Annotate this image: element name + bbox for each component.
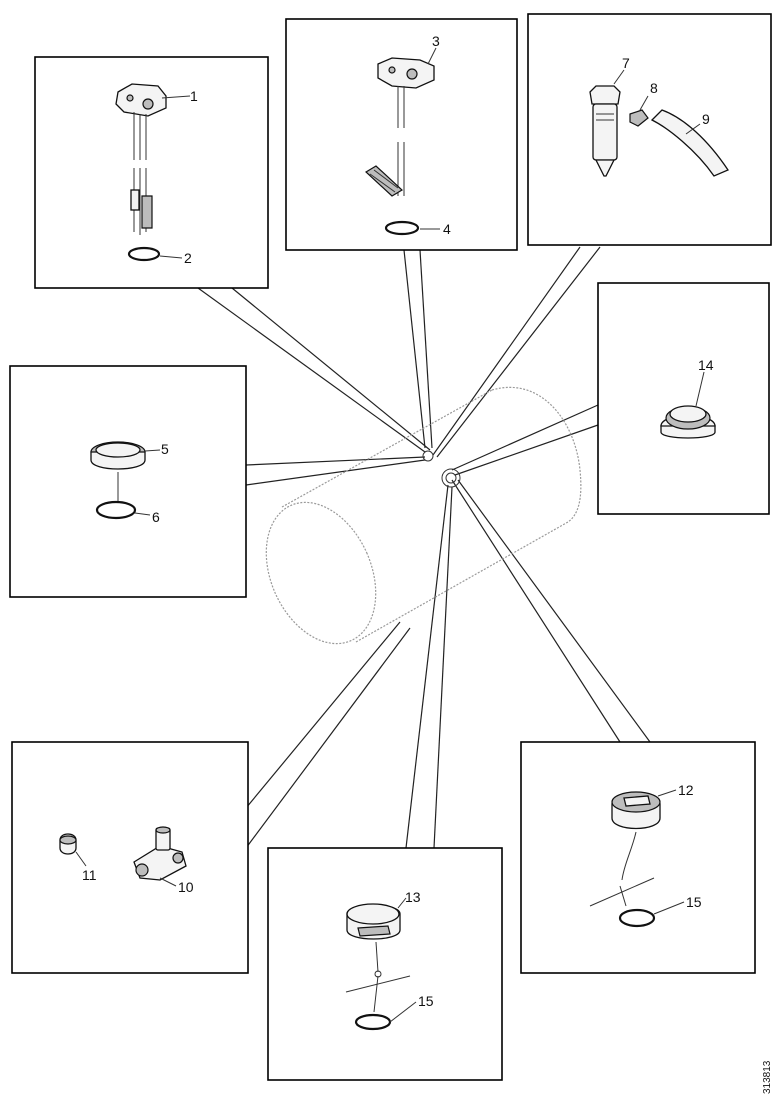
o-ring-15-right [618, 908, 656, 928]
tank-port-small [422, 450, 434, 462]
fuel-hose-part [650, 109, 729, 177]
panel-tank-cap: 14 [597, 282, 770, 515]
callout-12: 12 [678, 782, 694, 798]
hose-nut-part [629, 109, 649, 127]
panel-cover-plate: 5 6 [9, 365, 247, 598]
callout-11: 11 [82, 867, 97, 883]
o-ring-2 [127, 246, 161, 262]
callout-15-left: 15 [418, 993, 434, 1009]
callout-14: 14 [698, 357, 714, 373]
callout-7: 7 [622, 55, 630, 71]
callout-2: 2 [184, 250, 192, 266]
callout-3: 3 [432, 33, 440, 49]
fuel-tank [265, 386, 582, 645]
seal-ring-6 [95, 500, 137, 520]
panel-sender-unit: 1 2 [34, 56, 269, 289]
fuel-filter-part [589, 85, 621, 105]
callout-6: 6 [152, 509, 160, 525]
panel-valve: 11 10 [11, 741, 249, 974]
filler-cap-13-part [346, 903, 400, 925]
panel-filler-cap-12: 12 15 [520, 741, 756, 974]
sender-unit-part [115, 83, 167, 117]
pump-unit-part [377, 57, 435, 89]
callout-13: 13 [405, 889, 421, 905]
tank-port-large [441, 468, 461, 488]
panel-filler-cap-13: 13 15 [267, 847, 503, 1081]
callout-5: 5 [161, 441, 169, 457]
callout-10: 10 [178, 879, 194, 895]
document-code: 313813 [762, 1060, 773, 1094]
panel-pump-unit: 3 4 [285, 18, 518, 251]
callout-4: 4 [443, 221, 451, 237]
leader-lines [197, 246, 651, 849]
callout-8: 8 [650, 80, 658, 96]
callout-1: 1 [190, 88, 198, 104]
panel-fuel-filter: 7 8 9 [527, 13, 772, 246]
callout-15-right: 15 [686, 894, 702, 910]
callout-9: 9 [702, 111, 710, 127]
o-ring-4 [384, 220, 420, 236]
